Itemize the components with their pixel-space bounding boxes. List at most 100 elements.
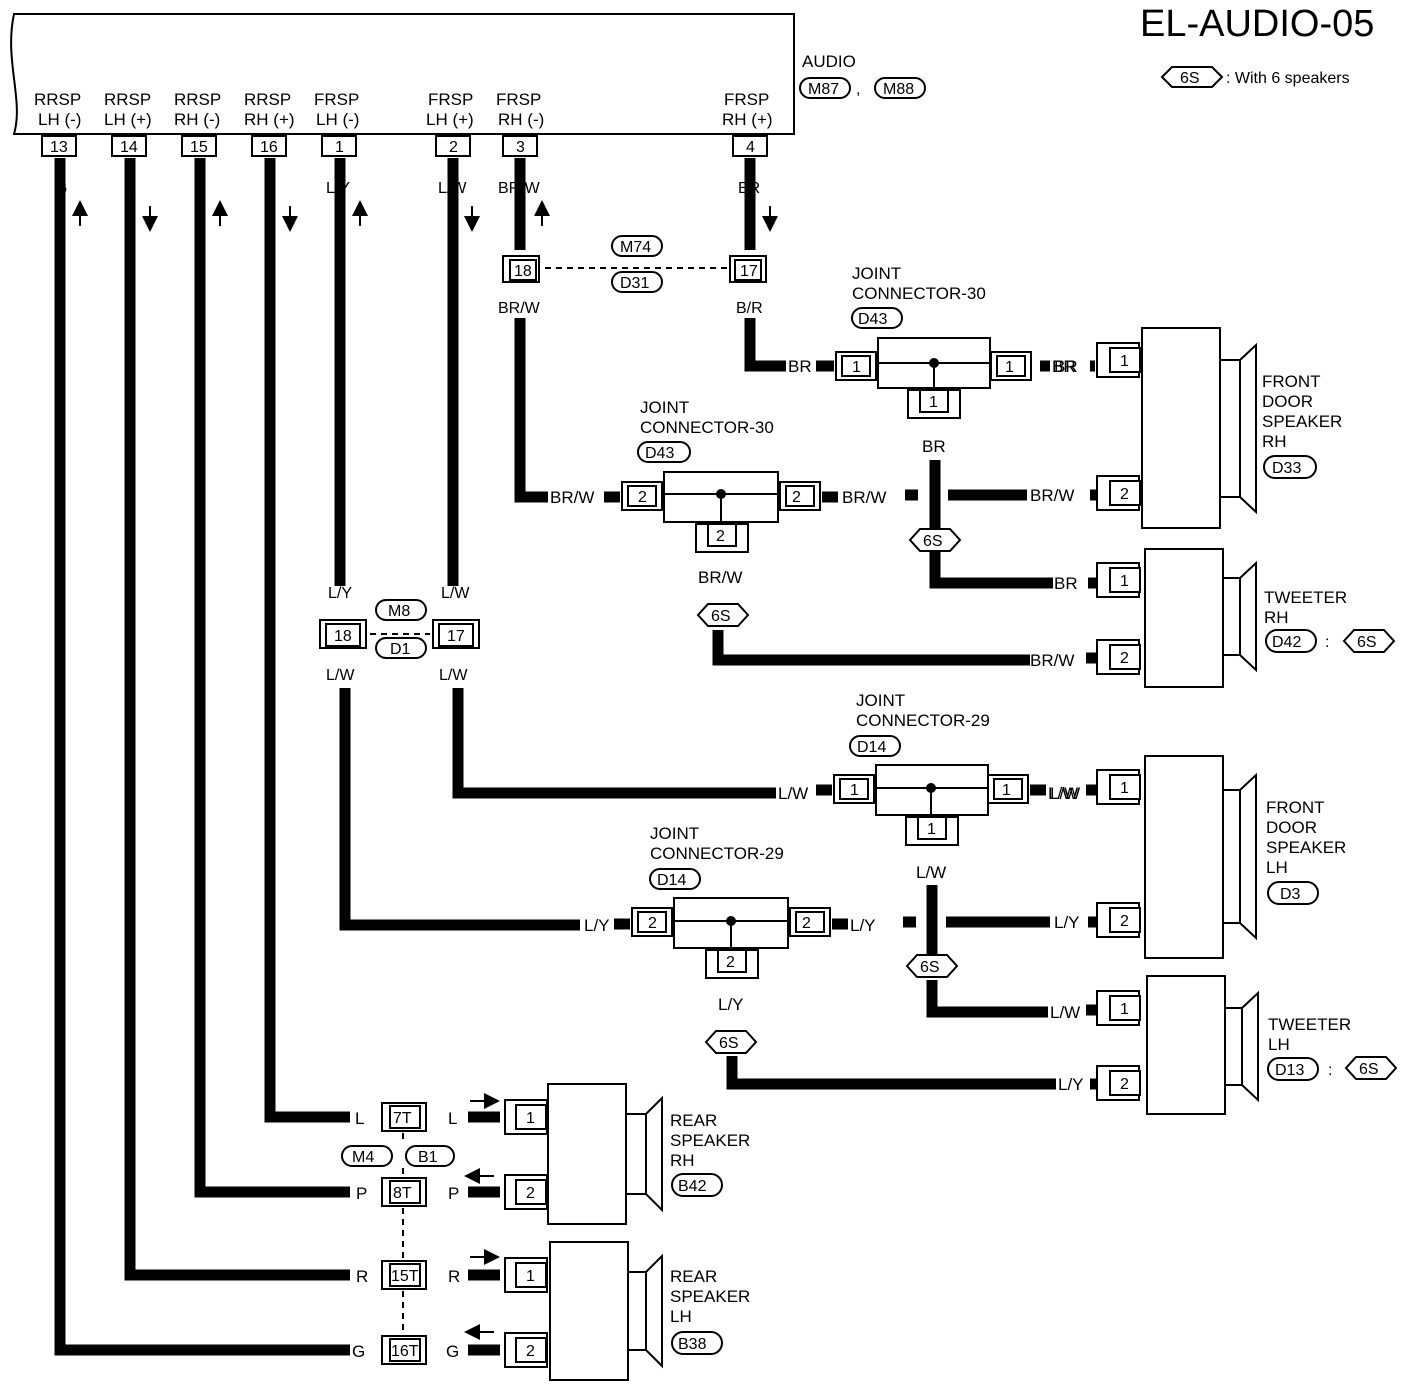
speaker-label: LH bbox=[1266, 858, 1288, 877]
terminal-pin-box bbox=[181, 135, 217, 157]
joint-label: CONNECTOR-29 bbox=[856, 711, 990, 730]
connector-ref: M4 bbox=[352, 1149, 374, 1166]
terminal-pin-box bbox=[111, 135, 147, 157]
connector-pin: 18 bbox=[334, 628, 352, 645]
speaker-label: FRONT bbox=[1262, 372, 1321, 391]
rear-speaker-rh: 1 2 REAR SPEAKER RH B42 bbox=[504, 1083, 750, 1225]
speaker-label: SPEAKER bbox=[670, 1131, 750, 1150]
speaker-label: SPEAKER bbox=[1262, 412, 1342, 431]
wire-color: BR/W bbox=[1030, 651, 1074, 670]
joint-pin: 1 bbox=[852, 359, 861, 376]
joint-ref: D14 bbox=[857, 739, 886, 756]
speaker-pin: 1 bbox=[1120, 1001, 1129, 1018]
speaker-label: SPEAKER bbox=[1266, 838, 1346, 857]
terminal-name: FRSP bbox=[428, 90, 473, 109]
connector-pin: 16T bbox=[391, 1343, 419, 1360]
wire-color: L/W bbox=[1050, 1003, 1080, 1022]
connector-pin: 7T bbox=[393, 1110, 412, 1127]
wire-color: B/R bbox=[736, 300, 763, 317]
wire-color: BR/W bbox=[498, 300, 541, 317]
rear-connector-m4-b1: L 7T L M4 B1 P 8T P R 15T R G 16T G bbox=[341, 1102, 460, 1365]
speaker-label: SPEAKER bbox=[670, 1287, 750, 1306]
terminal-pin-box bbox=[251, 135, 287, 157]
terminal-pin-box bbox=[435, 135, 471, 157]
wire-color: BR bbox=[788, 357, 812, 376]
terminal-pin: 4 bbox=[746, 139, 755, 156]
terminal-pin-box bbox=[321, 135, 357, 157]
terminal-name: RH (-) bbox=[174, 110, 220, 129]
wire-color: L/W bbox=[916, 863, 946, 882]
audio-connector-badge bbox=[874, 77, 926, 99]
joint-pin: 1 bbox=[1002, 782, 1011, 799]
joint-connector-29-lower: JOINT CONNECTOR-29 D14 L/Y 2 2 L/Y 2 L/Y bbox=[584, 824, 876, 1014]
terminal-name: RH (-) bbox=[498, 110, 544, 129]
wire-color: L bbox=[448, 1109, 457, 1128]
joint-label: CONNECTOR-30 bbox=[640, 418, 774, 437]
terminal-name: LH (+) bbox=[104, 110, 152, 129]
joint-label: JOINT bbox=[856, 691, 905, 710]
wire-color: BR/W bbox=[698, 568, 742, 587]
legend: 6S : With 6 speakers bbox=[1160, 66, 1350, 88]
wire-color: L bbox=[355, 1109, 364, 1128]
wire-color: BR/W bbox=[842, 488, 886, 507]
speaker-ref: B42 bbox=[678, 1178, 707, 1195]
speaker-label: DOOR bbox=[1262, 392, 1313, 411]
speaker-label: TWEETER bbox=[1268, 1015, 1351, 1034]
wire-color: L/W bbox=[1048, 784, 1078, 803]
speaker-pin: 2 bbox=[1120, 486, 1129, 503]
wire-color: L/W bbox=[326, 667, 355, 684]
joint-connector-29-upper: JOINT CONNECTOR-29 D14 L/W 1 1 L/W 1 L/W bbox=[778, 691, 1096, 882]
wire-color: G bbox=[446, 1342, 459, 1361]
terminal-pin: 14 bbox=[120, 139, 138, 156]
joint-pin: 1 bbox=[927, 821, 936, 838]
front-door-speaker-lh: 1 L/Y 2 FRONT DOOR SPEAKER LH D3 bbox=[1054, 755, 1346, 959]
joint-ref: D14 bbox=[657, 872, 686, 889]
terminal-pin: 13 bbox=[50, 139, 68, 156]
terminal-name: FRSP bbox=[314, 90, 359, 109]
joint-connector-30-upper: JOINT CONNECTOR-30 D43 BR 1 1 BR 1 BR bbox=[788, 264, 1076, 456]
wire-color: BR/W bbox=[550, 488, 594, 507]
separator: : bbox=[1325, 634, 1329, 651]
diagram-title: EL-AUDIO-05 bbox=[1140, 3, 1374, 45]
joint-pin: 2 bbox=[726, 954, 735, 971]
speaker-pin: 1 bbox=[1120, 573, 1129, 590]
joint-connector-30-lower: JOINT CONNECTOR-30 D43 BR/W 2 2 BR/W 2 B… bbox=[550, 398, 886, 587]
wire-color: L/W bbox=[441, 585, 470, 602]
terminal-pin: 2 bbox=[449, 139, 458, 156]
terminal-pin-box bbox=[502, 135, 538, 157]
legend-text: : With 6 speakers bbox=[1226, 70, 1350, 87]
connector-m74-d31: 18 17 M74 D31 BR/W B/R bbox=[498, 235, 767, 317]
six-s-tag: 6S bbox=[711, 608, 731, 625]
rear-speaker-lh: 1 2 REAR SPEAKER LH B38 bbox=[504, 1241, 750, 1381]
connector-ref: B1 bbox=[418, 1149, 438, 1166]
connector-pin: 18 bbox=[514, 263, 532, 280]
connector-pin: 15T bbox=[391, 1268, 419, 1285]
speaker-ref: D13 bbox=[1275, 1062, 1304, 1079]
joint-pin: 2 bbox=[792, 489, 801, 506]
wire-color: L/Y bbox=[850, 916, 876, 935]
audio-unit: AUDIO M87 , M88 bbox=[10, 13, 926, 135]
terminal-name: LH (-) bbox=[316, 110, 359, 129]
wire-color: BR bbox=[1052, 357, 1076, 376]
speaker-label: LH bbox=[1268, 1035, 1290, 1054]
joint-pin: 2 bbox=[638, 489, 647, 506]
joint-label: JOINT bbox=[852, 264, 901, 283]
speaker-pin: 2 bbox=[526, 1185, 535, 1202]
speaker-label: TWEETER bbox=[1264, 588, 1347, 607]
speaker-label: REAR bbox=[670, 1267, 717, 1286]
audio-connector-sep: , bbox=[856, 81, 860, 98]
tweeter-lh: L/W 1 L/Y 2 TWEETER LH D13 : 6S bbox=[1050, 975, 1398, 1115]
terminal-name: LH (+) bbox=[426, 110, 474, 129]
terminal-name: FRSP bbox=[496, 90, 541, 109]
terminal-name: RH (+) bbox=[722, 110, 773, 129]
audio-terminals: RRSP LH (-) 13 G RRSP LH (+) 14 R RRSP R… bbox=[34, 90, 773, 197]
wire-color: P bbox=[448, 1184, 459, 1203]
speaker-label: FRONT bbox=[1266, 798, 1325, 817]
speaker-pin: 2 bbox=[1120, 650, 1129, 667]
six-s-tag: 6S bbox=[719, 1035, 739, 1052]
wire-color: L/Y bbox=[328, 585, 352, 602]
terminal-pin: 16 bbox=[260, 139, 278, 156]
speaker-label: RH bbox=[1262, 432, 1287, 451]
wire-color: L/Y bbox=[1058, 1075, 1084, 1094]
